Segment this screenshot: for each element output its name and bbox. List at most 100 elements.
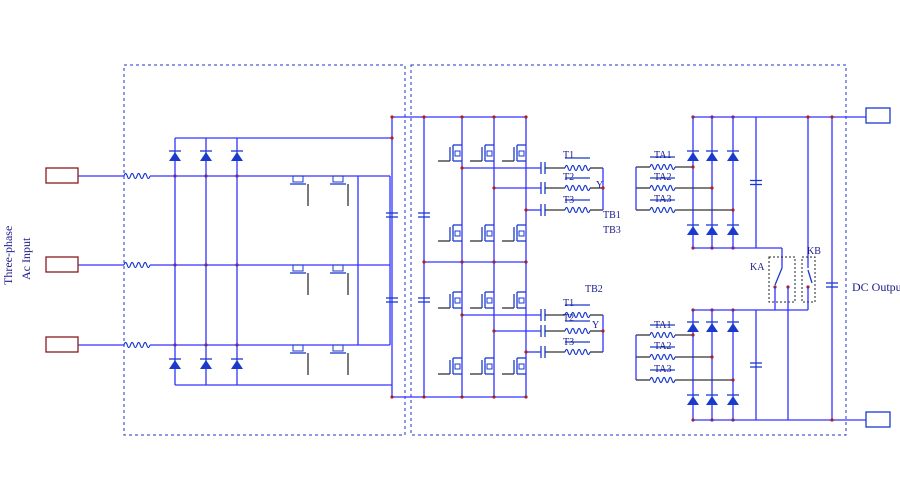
upper-ta1-label: TA1 <box>654 150 672 161</box>
upper-star-label: Y <box>596 180 603 191</box>
lower-t1-label: T1 <box>563 298 574 309</box>
input-label-line2: Ac Input <box>19 237 33 280</box>
junction-dot <box>710 355 714 359</box>
diode-icon <box>200 152 212 161</box>
diode-icon <box>706 152 718 161</box>
inductor-icon <box>649 163 676 171</box>
diode-icon <box>231 152 243 161</box>
mosfet-body-diode-icon <box>454 150 461 157</box>
junction-dot <box>691 165 695 169</box>
mosfet-body-diode-icon <box>486 363 493 370</box>
mosfet-body-diode-icon <box>454 297 461 304</box>
mosfet-body-diode-icon <box>454 363 461 370</box>
inductor-icon <box>649 331 676 339</box>
upper-t1-label: T1 <box>563 150 574 161</box>
junction-dot <box>460 166 464 170</box>
diode-icon <box>687 396 699 405</box>
relay-ka-box <box>768 256 796 303</box>
junction-dot <box>492 329 496 333</box>
mosfet-body-diode-icon <box>518 150 525 157</box>
junction-dot <box>422 395 426 399</box>
junction-dot <box>601 329 605 333</box>
ac-input-terminal-3[interactable] <box>45 336 79 353</box>
lower-ta3-label: TA3 <box>654 364 672 375</box>
dc-output-terminal-negative[interactable] <box>865 411 891 428</box>
mosfet-body-diode-icon <box>454 230 461 237</box>
mosfet-body-diode-icon <box>486 150 493 157</box>
switch-icon <box>332 175 344 183</box>
ac-input-terminal-1[interactable] <box>45 167 79 184</box>
tb2-label: TB2 <box>585 284 603 295</box>
lower-t3-label: T3 <box>563 337 574 348</box>
diode-icon <box>727 226 739 235</box>
ka-label: KA <box>750 262 765 273</box>
lower-star-label: Y <box>592 320 599 331</box>
diode-icon <box>169 360 181 369</box>
relay-kb-contact-icon <box>807 269 813 284</box>
junction-dot <box>390 395 394 399</box>
tb3-label: TB3 <box>603 225 621 236</box>
inductor-icon <box>649 376 676 384</box>
inductor-icon <box>123 172 151 180</box>
junction-dot <box>710 186 714 190</box>
junction-dot <box>460 115 464 119</box>
junction-dot <box>390 115 394 119</box>
diode-icon <box>169 152 181 161</box>
kb-label: KB <box>807 246 821 257</box>
junction-dot <box>524 208 528 212</box>
junction-dot <box>524 115 528 119</box>
diode-icon <box>727 152 739 161</box>
inductor-icon <box>564 348 591 356</box>
junction-dot <box>830 418 834 422</box>
junction-dot <box>524 395 528 399</box>
inductor-icon <box>564 311 591 319</box>
junction-dot <box>460 395 464 399</box>
rectifier-section-box <box>123 64 406 436</box>
switch-icon <box>332 344 344 352</box>
lower-ta1-label: TA1 <box>654 320 672 331</box>
junction-dot <box>601 186 605 190</box>
mosfet-body-diode-icon <box>518 297 525 304</box>
upper-t2-label: T2 <box>563 172 574 183</box>
inductor-icon <box>649 206 676 214</box>
lower-t2-label: T2 <box>563 313 574 324</box>
inductor-icon <box>649 184 676 192</box>
converter-section-box <box>410 64 847 436</box>
diode-icon <box>727 396 739 405</box>
lower-ta2-label: TA2 <box>654 341 672 352</box>
mosfet-body-diode-icon <box>518 230 525 237</box>
diode-icon <box>200 360 212 369</box>
diode-icon <box>687 323 699 332</box>
junction-dot <box>422 115 426 119</box>
junction-dot <box>806 115 810 119</box>
inductor-icon <box>649 353 676 361</box>
mosfet-body-diode-icon <box>486 297 493 304</box>
diode-icon <box>706 396 718 405</box>
inductor-icon <box>123 261 151 269</box>
junction-dot <box>390 136 394 140</box>
junction-dot <box>691 333 695 337</box>
upper-ta2-label: TA2 <box>654 172 672 183</box>
switch-icon <box>292 264 304 272</box>
junction-dot <box>422 260 426 264</box>
inductor-icon <box>564 327 591 335</box>
ac-input-terminal-2[interactable] <box>45 256 79 273</box>
junction-dot <box>524 350 528 354</box>
diode-icon <box>706 323 718 332</box>
junction-dot <box>731 208 735 212</box>
inductor-icon <box>564 206 591 214</box>
relay-ka-contact-icon <box>774 267 783 286</box>
inductor-icon <box>123 341 151 349</box>
junction-dot <box>492 186 496 190</box>
junction-dot <box>492 395 496 399</box>
junction-dot <box>830 115 834 119</box>
dc-output-terminal-positive[interactable] <box>865 107 891 124</box>
junction-dot <box>460 313 464 317</box>
tb1-label: TB1 <box>603 210 621 221</box>
diode-icon <box>706 226 718 235</box>
junction-dot <box>731 378 735 382</box>
diode-icon <box>727 323 739 332</box>
switch-icon <box>292 344 304 352</box>
